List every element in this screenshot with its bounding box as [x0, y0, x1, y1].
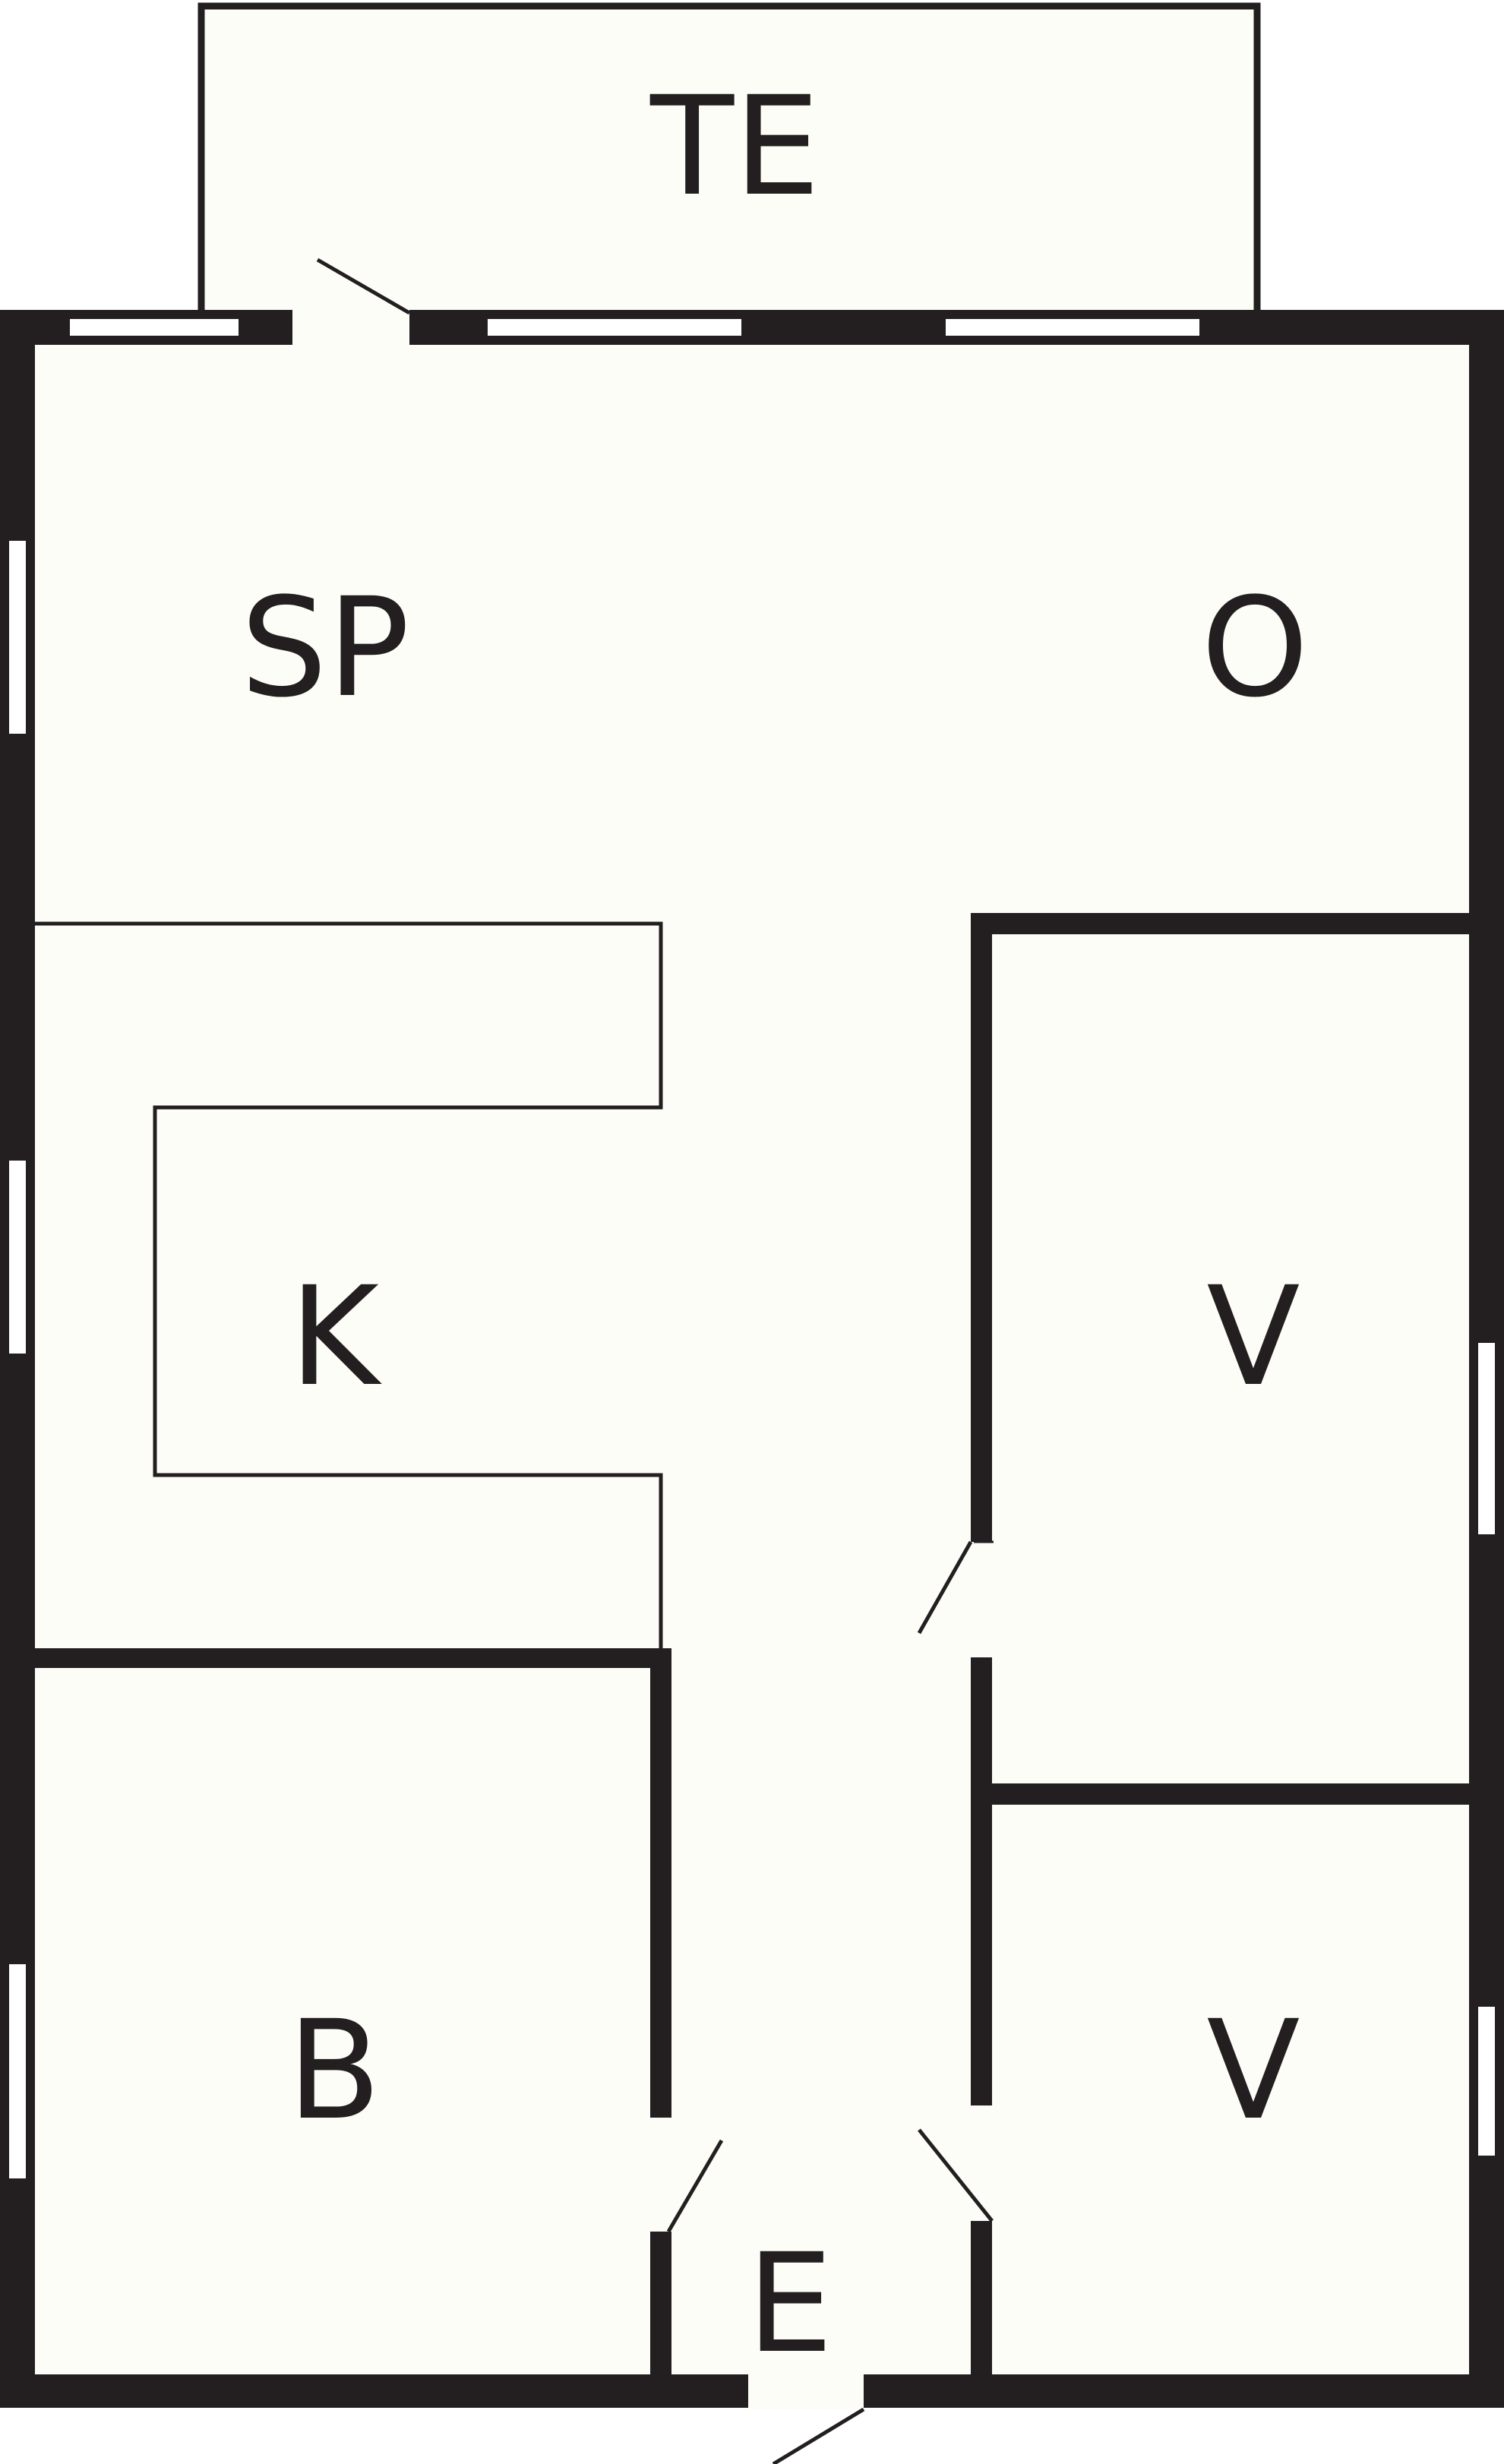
outer-wall-top — [0, 310, 1504, 345]
window-top-3 — [946, 319, 1199, 336]
window-top-2 — [488, 319, 741, 336]
door-bedroom-lower-opening — [969, 2105, 994, 2221]
window-left-1 — [9, 541, 26, 734]
door-bathroom-swing — [666, 2139, 724, 2233]
room-label-terrace: TE — [649, 68, 820, 226]
door-bathroom-opening — [649, 2118, 673, 2232]
wall-bedrooms-divider — [992, 1783, 1469, 1805]
room-label-kitchen: K — [289, 1258, 382, 1417]
terrace-door-swing — [316, 257, 411, 315]
wall-bathroom-right — [650, 1648, 671, 2374]
room-label-bathroom: B — [287, 1992, 381, 2150]
entrance-door-swing — [772, 2407, 865, 2464]
room-label-bedroom-lower: V — [1206, 1992, 1300, 2150]
terrace-door-opening — [292, 308, 409, 346]
door-bedroom-lower-swing — [918, 2128, 994, 2222]
kitchen-counter-outline — [35, 921, 663, 1648]
window-right-1 — [1478, 1343, 1495, 1534]
door-bedroom-upper-opening — [969, 1542, 994, 1657]
apartment-floor — [0, 310, 1504, 2408]
room-label-living: O — [1201, 569, 1309, 728]
window-top-1 — [70, 319, 239, 336]
window-left-3 — [9, 1964, 26, 2178]
room-label-entrance: E — [747, 2225, 833, 2383]
wall-bedroom-top — [971, 913, 1469, 934]
window-left-2 — [9, 1161, 26, 1354]
wall-bathroom-top — [35, 1648, 671, 1668]
entrance-door-opening — [748, 2373, 864, 2409]
door-bedroom-upper-swing — [917, 1540, 973, 1635]
room-label-bedroom-upper: V — [1206, 1258, 1300, 1417]
room-label-dining: SP — [241, 569, 410, 728]
window-right-2 — [1478, 2007, 1495, 2156]
terrace-area — [197, 2, 1261, 320]
